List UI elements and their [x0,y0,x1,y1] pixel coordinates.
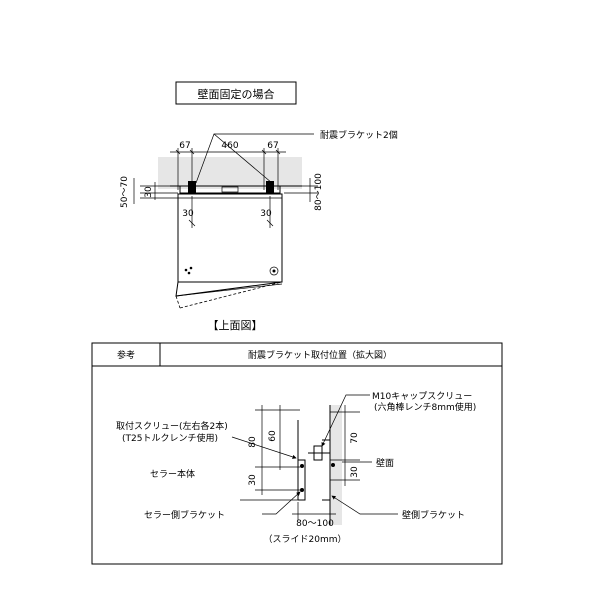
dim-mid: 460 [221,141,238,151]
cellar-side-bracket [298,459,306,501]
mount-rail [179,185,281,194]
dim-right-vertical: 80～100 [314,173,324,211]
dim-left: 67 [179,141,190,151]
cabinet-body [177,193,283,283]
label-screw: 取付スクリュー(左右各2本) [116,420,228,432]
door-open-arc [179,281,283,309]
label-body: セラー本体 [150,468,195,480]
label-cap-screw: M10キャップスクリュー [372,391,472,402]
dim-v30: 30 [248,474,258,486]
dim-left-vertical: 50～70 [120,176,130,208]
bracket-label: 耐震ブラケット2個 [320,129,398,141]
right-bracket [266,181,274,193]
dim-v80: 80 [248,436,258,448]
dim-v30b: 30 [350,466,360,478]
label-wall-bracket: 壁側ブラケット [402,509,465,521]
top-view: 67 460 67 耐震ブラケット2個 30 30 [120,129,398,332]
reference-box: 参考 耐震ブラケット取付位置（拡大図） 80 60 30 70 30 [91,342,503,565]
wall-side-bracket [322,439,331,501]
dim-v70: 70 [350,432,360,444]
dim-below-left: 30 [182,209,194,219]
dim-v60: 60 [268,430,278,442]
ref-header-right: 耐震ブラケット取付位置（拡大図） [248,349,392,361]
label-screw-tool: (T25トルクレンチ使用) [122,432,218,444]
dim-below-right: 30 [260,209,272,219]
dim-right: 67 [267,141,278,151]
dim-h80-100: 80～100 [296,519,334,529]
ref-header-left: 参考 [117,349,135,361]
wall-block [330,405,342,525]
label-cellar-bracket: セラー側ブラケット [144,509,225,521]
label-wall: 壁面 [376,457,394,469]
title-box: 壁面固定の場合 [175,81,297,105]
top-view-caption: 【上面図】 [208,319,263,332]
left-bracket [188,181,196,193]
dim-left-vertical-small: 30 [144,186,154,198]
page-title: 壁面固定の場合 [198,87,275,101]
wall-area [158,157,302,189]
dim-slide: （スライド20mm） [264,534,347,545]
label-cap-tool: (六角棒レンチ8mm使用) [374,401,476,413]
